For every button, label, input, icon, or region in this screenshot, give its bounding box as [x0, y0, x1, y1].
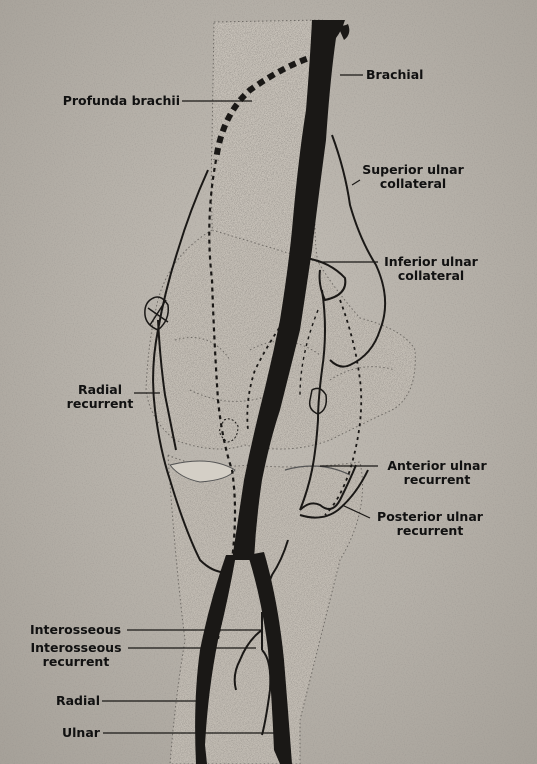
label-posterior-ulnar-recurrent-line2: recurrent [368, 524, 492, 538]
label-interosseous-recurrent: Interosseous recurrent [24, 641, 128, 669]
label-brachial: Brachial [366, 68, 423, 82]
label-interosseous: Interosseous [30, 623, 121, 637]
label-interosseous-recurrent-line2: recurrent [24, 655, 128, 669]
label-anterior-ulnar-recurrent-line2: recurrent [378, 473, 496, 487]
label-anterior-ulnar-recurrent: Anterior ulnar recurrent [378, 459, 496, 487]
label-radial-recurrent: Radial recurrent [60, 383, 140, 411]
label-radial-recurrent-line2: recurrent [60, 397, 140, 411]
label-superior-ulnar-collateral-line2: collateral [352, 177, 474, 191]
label-inferior-ulnar-collateral-line2: collateral [372, 269, 490, 283]
label-posterior-ulnar-recurrent: Posterior ulnar recurrent [368, 510, 492, 538]
label-ulnar: Ulnar [62, 726, 100, 740]
label-superior-ulnar-collateral: Superior ulnar collateral [352, 163, 474, 191]
label-posterior-ulnar-recurrent-line1: Posterior ulnar [368, 510, 492, 524]
label-anterior-ulnar-recurrent-line1: Anterior ulnar [378, 459, 496, 473]
label-radial-recurrent-line1: Radial [60, 383, 140, 397]
label-inferior-ulnar-collateral-line1: Inferior ulnar [372, 255, 490, 269]
label-radial: Radial [56, 694, 100, 708]
label-superior-ulnar-collateral-line1: Superior ulnar [352, 163, 474, 177]
label-profunda-brachii: Profunda brachii [40, 94, 180, 108]
label-inferior-ulnar-collateral: Inferior ulnar collateral [372, 255, 490, 283]
label-interosseous-recurrent-line1: Interosseous [24, 641, 128, 655]
